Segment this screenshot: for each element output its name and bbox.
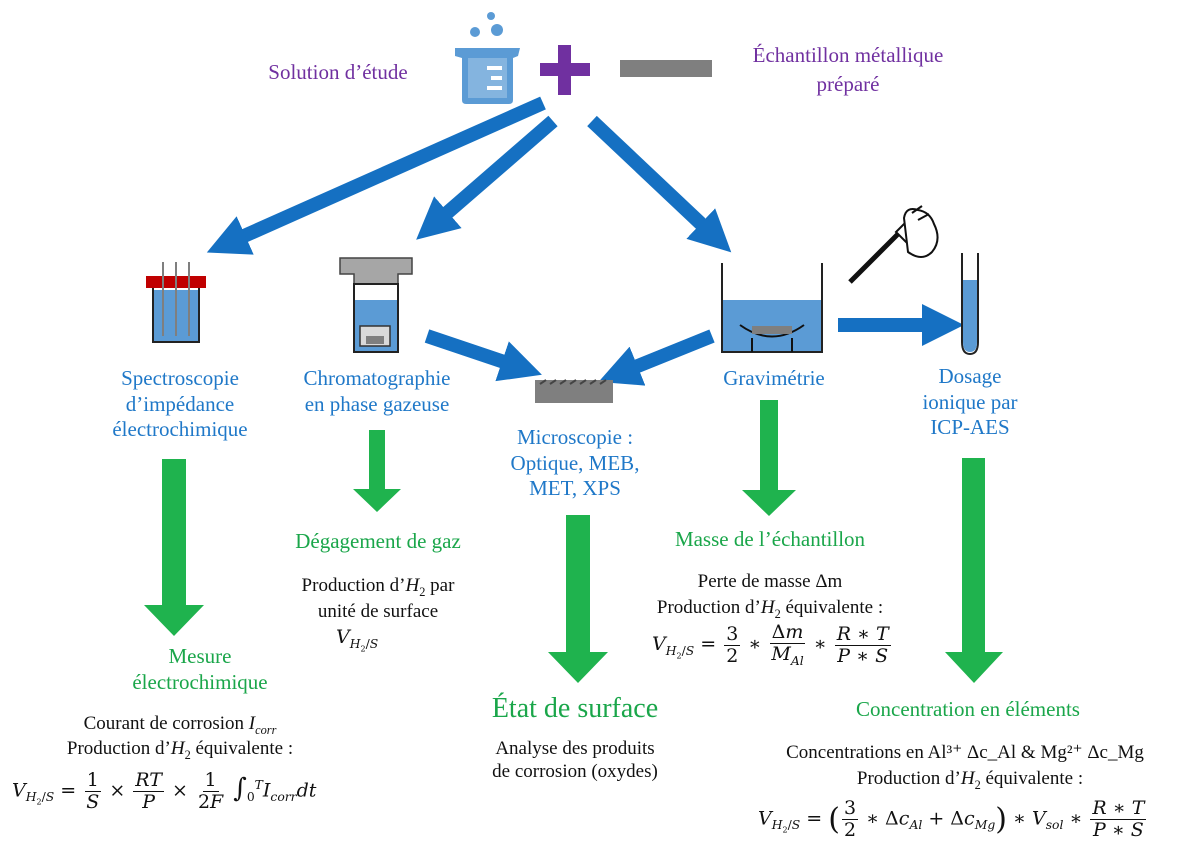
gc-result-title: Dégagement de gaz [295, 529, 461, 553]
sample-label-line1: Échantillon métallique [752, 43, 944, 67]
gc-result-text2: unité de surface [317, 601, 439, 622]
metal-sample-icon [620, 60, 712, 77]
eis-result-text2: Production d’H2 équivalente : [66, 738, 294, 762]
surface-sample-icon [535, 379, 613, 403]
gravimetry-result-title: Masse de l’échantillon [674, 527, 866, 551]
gravimetry-label: Gravimétrie [723, 366, 825, 390]
icp-result-title: Concentration en éléments [856, 697, 1080, 721]
gc-formula: VH2/S [336, 626, 379, 654]
microscopy-label: Microscopie :Optique, MEB,MET, XPS [510, 425, 640, 501]
solution-label: Solution d’étude [268, 60, 408, 84]
plus-icon [540, 45, 590, 95]
green-arrows [144, 400, 1003, 683]
gravimetry-bath-icon [721, 263, 823, 353]
test-tube-icon [961, 253, 979, 356]
gravimetry-result-text2: Production d’H2 équivalente : [656, 597, 884, 621]
microscopy-result-title: État de surface [491, 693, 659, 724]
pipette-icon [848, 205, 939, 284]
icp-result-text2: Production d’H2 équivalente : [856, 768, 1084, 792]
eis-cell-icon [146, 262, 206, 343]
gc-result-text1: Production d’H2 par [301, 575, 455, 599]
eis-result-text1: Courant de corrosion Icorr [83, 713, 277, 737]
icp-result-text1: Concentrations en Al³⁺ Δc_Al & Mg²⁺ Δc_M… [786, 742, 1144, 763]
beaker-icon [455, 12, 520, 104]
gc-cell-icon [339, 257, 413, 353]
sample-label-line2: préparé [816, 72, 880, 96]
blue-arrows [206, 96, 964, 386]
gravimetry-result-text1: Perte de masse Δm [697, 571, 843, 592]
